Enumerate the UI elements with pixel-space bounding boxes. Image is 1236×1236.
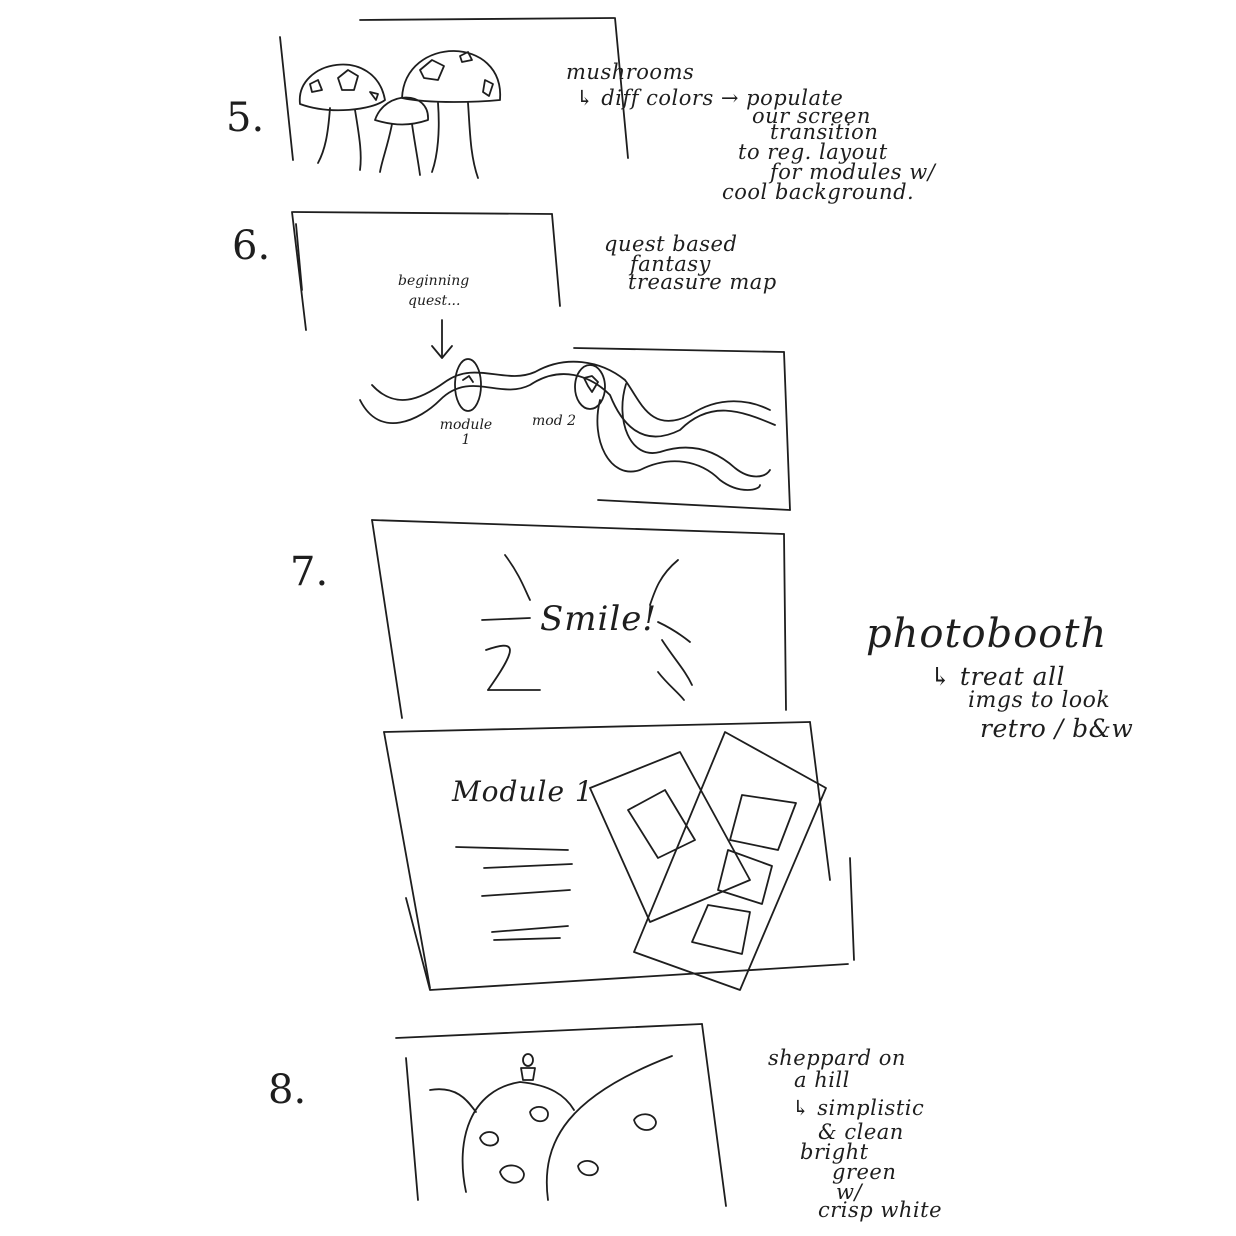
panel-6-inner-text-1: beginning	[398, 273, 470, 289]
panel-5-number: 5.	[226, 95, 265, 141]
arrow-down-icon	[431, 319, 453, 359]
panel-7-note-1: ↳ treat all	[930, 662, 1065, 691]
map-panel-frame	[573, 347, 791, 511]
module-1-glyph	[462, 375, 474, 383]
panel-8-note-6: green	[832, 1160, 897, 1184]
panel-8-note-8: crisp white	[818, 1198, 942, 1222]
module-2-label: mod 2	[532, 413, 577, 429]
panel-5-note-3: our screen	[752, 104, 871, 128]
panel-8-note-4: & clean	[818, 1120, 904, 1144]
mushroom-icon	[299, 63, 386, 171]
panel-6-note-1: quest based	[604, 232, 738, 256]
panel-8-note-5: bright	[800, 1140, 869, 1164]
panel-6-note-2: fantasy	[630, 252, 711, 276]
panel-8-note-7: w/	[836, 1180, 863, 1204]
panel-6-frame	[291, 211, 561, 331]
module-2-marker	[574, 364, 606, 410]
panel-7-note-3: retro / b&w	[980, 714, 1134, 743]
panel-8-note-1: sheppard on	[768, 1046, 906, 1070]
panel-8-note-2: a hill	[794, 1068, 850, 1092]
panel-5-note-5: to reg. layout	[738, 140, 888, 164]
panel-7-number: 7.	[290, 549, 329, 595]
text-lines	[455, 846, 573, 941]
module-title: Module 1	[452, 775, 594, 808]
photo-strip	[589, 731, 827, 991]
panel-7-frame	[371, 519, 787, 719]
hills	[429, 1055, 673, 1201]
photobooth-title: photobooth	[866, 611, 1108, 657]
shepherd-icon	[520, 1053, 536, 1081]
panel-7-note-2: imgs to look	[968, 688, 1111, 713]
panel-5-note-2: ↳ diff colors → populate	[576, 86, 844, 110]
panel-8-note-3: ↳ simplistic	[792, 1096, 925, 1120]
panel-5-note-1: mushrooms	[566, 60, 695, 84]
panel-5-note-7: cool background.	[722, 180, 915, 204]
panel-6-inner-text-2: quest...	[408, 293, 461, 309]
smile-text: Smile!	[540, 599, 658, 639]
panel-8-frame	[395, 1023, 727, 1207]
panel-5-note-4: transition	[770, 120, 879, 144]
module-1-label: module 1	[439, 417, 493, 449]
mushroom-icon	[374, 96, 429, 176]
sheep-icon	[479, 1106, 657, 1184]
panel-module-frame	[383, 721, 855, 991]
panel-8-number: 8.	[268, 1067, 307, 1113]
panel-5-note-6: for modules w/	[770, 160, 936, 184]
panel-6-number: 6.	[232, 223, 271, 269]
panel-6-note-3: treasure map	[628, 270, 777, 294]
burst-lines	[481, 554, 693, 701]
panel-5-frame	[279, 17, 629, 161]
module-2-glyph	[583, 375, 599, 393]
path-trail	[359, 360, 776, 491]
mushroom-icon	[401, 50, 501, 179]
module-1-marker	[454, 358, 482, 412]
